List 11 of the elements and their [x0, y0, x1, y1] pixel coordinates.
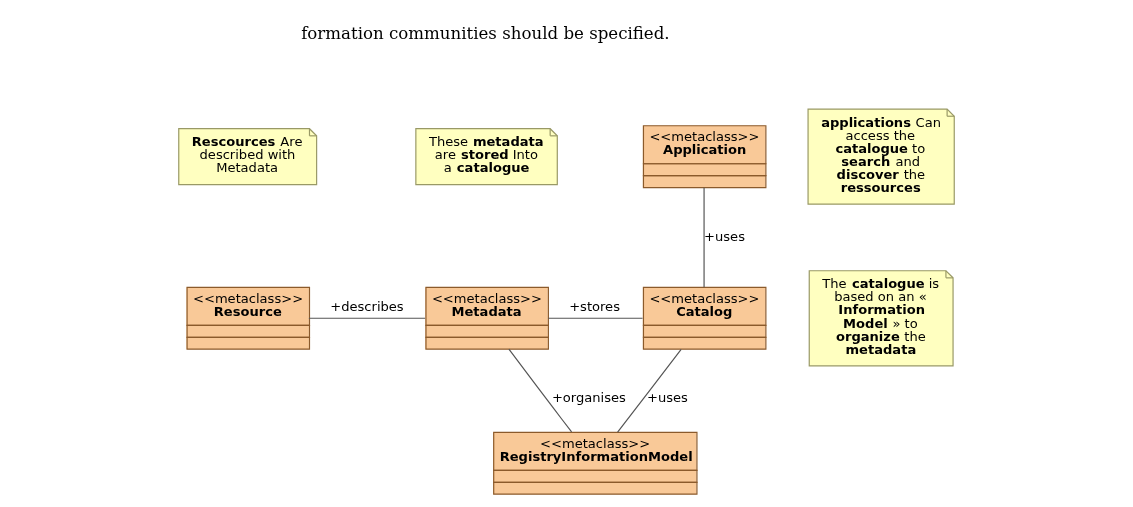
edge-label: +stores	[569, 298, 620, 314]
connector	[508, 348, 573, 433]
label: formation communities should be specified.	[301, 23, 670, 43]
edge-label: +uses	[647, 390, 688, 406]
connector	[617, 348, 682, 433]
edge-label: +uses	[704, 228, 745, 244]
edge-label: +organises	[551, 390, 626, 406]
edge-label: +describes	[330, 298, 404, 314]
connector	[547, 317, 644, 319]
connector	[308, 317, 426, 319]
connector	[703, 187, 705, 288]
